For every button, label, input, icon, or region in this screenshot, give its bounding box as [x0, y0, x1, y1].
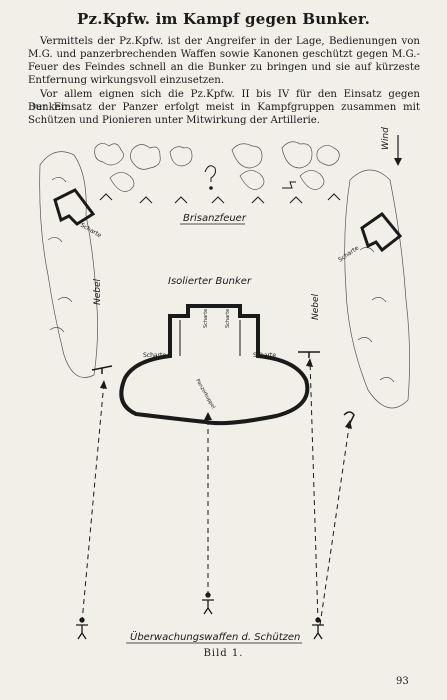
scharte-top-right: Scharte — [337, 244, 360, 263]
scharte-label-2: Scharte — [225, 309, 231, 328]
right-bunker-icon — [360, 211, 403, 253]
paragraph-1: Vermittels der Pz.Kpfw. ist der Angreife… — [28, 36, 420, 86]
figure-caption: Bild 1. — [203, 648, 244, 659]
central-bunker — [119, 304, 310, 426]
brisanzfeuer-label: Brisanzfeuer — [183, 213, 247, 224]
scharte-left-label: Scharte — [143, 352, 166, 359]
arrow-heads — [100, 358, 352, 429]
burst-marks — [99, 165, 341, 204]
bottom-label: Überwachungswaffen d. Schützen — [130, 630, 300, 643]
wind-arrow-icon — [394, 158, 402, 166]
page-number: 93 — [396, 676, 409, 687]
right-smoke-area — [344, 169, 410, 409]
artillery-bursts — [94, 141, 340, 192]
left-bunker-icon — [53, 188, 96, 226]
bunker-title-label: Isolierter Bunker — [168, 276, 252, 287]
scharte-label-1: Scharte — [203, 309, 209, 328]
panzerkuppel-label: Panzerkuppel — [194, 378, 216, 410]
nebel-left-label: Nebel — [93, 278, 103, 305]
forward-weapons — [91, 351, 355, 424]
paragraph-2: Vor allem eignen sich die Pz.Kpfw. II bi… — [28, 89, 420, 113]
page-title: Pz.Kpfw. im Kampf gegen Bunker. — [77, 10, 370, 28]
scharte-right-label: Scharte — [253, 352, 276, 359]
left-smoke-area — [39, 151, 98, 378]
nebel-right-label: Nebel — [311, 293, 321, 320]
wind-label: Wind — [381, 127, 391, 150]
observer-soldiers — [76, 592, 324, 640]
scharte-top-left: Scharte — [79, 222, 103, 240]
approach-lines — [81, 359, 351, 626]
paragraph-3: Der Einsatz der Panzer erfolgt meist in … — [28, 102, 420, 126]
